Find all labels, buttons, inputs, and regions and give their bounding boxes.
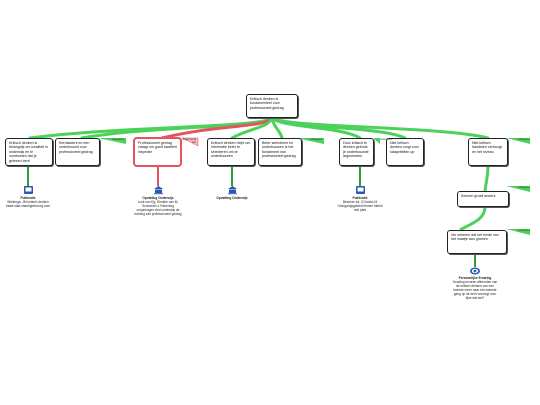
link-tag: ondersteunt: [517, 138, 530, 141]
tag-stub-b5: [296, 138, 324, 144]
concept-node[interactable]: Kennen groeit anders: [457, 191, 509, 207]
root-concept[interactable]: Kritisch denken is fundamenteel voor pro…: [246, 94, 298, 118]
concept-node[interactable]: Door kritisch te denken gebruik je onder…: [339, 138, 374, 166]
concept-node[interactable]: Niet kritisch handelen verhoogt en het n…: [468, 138, 508, 166]
source-body: Wielenga, JM kritisch denken basis stad …: [5, 199, 51, 208]
source-body: Beecher ea, 3 Dooths M Overgangsgebied b…: [337, 199, 383, 212]
connector-b3: [160, 116, 274, 140]
connector-b8: [270, 116, 490, 140]
concept-node[interactable]: Niet kritisch denken zorgt voor slaaprit…: [386, 138, 424, 166]
tag-stub-b3: [181, 137, 199, 147]
tag-stub-b9: [506, 186, 530, 192]
document-icon: [24, 186, 33, 194]
institution-icon: [228, 186, 237, 195]
concept-node[interactable]: Ver zekeren dat het einde van het maatje…: [447, 230, 507, 254]
tag-stub-b10: [506, 229, 530, 235]
source-title: Opvatting Onderwijs: [142, 196, 174, 200]
source-card: Persoonlijke Ervaring Houding ervaren af…: [452, 276, 498, 300]
document-icon: [356, 186, 365, 194]
link-tag: ondersteunt: [380, 138, 393, 141]
link-tag: ondersteunt: [309, 138, 322, 141]
link-tag: ondersteunt: [517, 186, 530, 189]
source-card: Publicatie Beecher ea, 3 Dooths M Overga…: [336, 196, 384, 213]
institution-icon: [154, 186, 163, 195]
source-card: Opvatting Onderwijs Lock van Eg, Dhekke …: [134, 196, 182, 217]
concept-node[interactable]: Beter selecteren en onderbouwen is het f…: [258, 138, 302, 166]
concept-node[interactable]: Kritisch denken helpt om informatie bete…: [207, 138, 255, 166]
link-b8-b9: [483, 165, 490, 192]
source-card: Opvatting Onderwijs: [212, 196, 252, 201]
source-body: Houding ervaren afkeurden van de kritisc…: [452, 279, 498, 300]
source-card: Publicatie Wielenga, JM kritisch denken …: [4, 196, 52, 209]
link-tag: draagt niet bij aan: [182, 139, 196, 144]
link-b9-b10: [459, 206, 487, 232]
eye-icon: [470, 267, 480, 275]
concept-node[interactable]: Professioneel gedrag vraagt om goed kwal…: [134, 138, 181, 166]
link-tag: ondersteunt: [111, 138, 124, 141]
link-tag: ondersteunt: [517, 229, 530, 232]
source-title: Opvatting Onderwijs: [216, 196, 248, 200]
tag-stub-b1: [98, 138, 126, 144]
source-title: Publicatie: [352, 196, 368, 200]
source-body: Lock van Eg, Dhekke van M, Schroeder-L R…: [134, 199, 182, 216]
source-title: Publicatie: [20, 196, 36, 200]
tag-stub-b6: [373, 138, 380, 144]
concept-node[interactable]: Kritisch denken is belangrijk om kwalite…: [5, 138, 53, 166]
tag-stub-b8: [506, 138, 530, 144]
connector-b4: [230, 116, 274, 140]
concept-node[interactable]: Kernkaders en een onderbouwd voor profes…: [55, 138, 100, 166]
source-title: Persoonlijke Ervaring: [458, 276, 492, 280]
